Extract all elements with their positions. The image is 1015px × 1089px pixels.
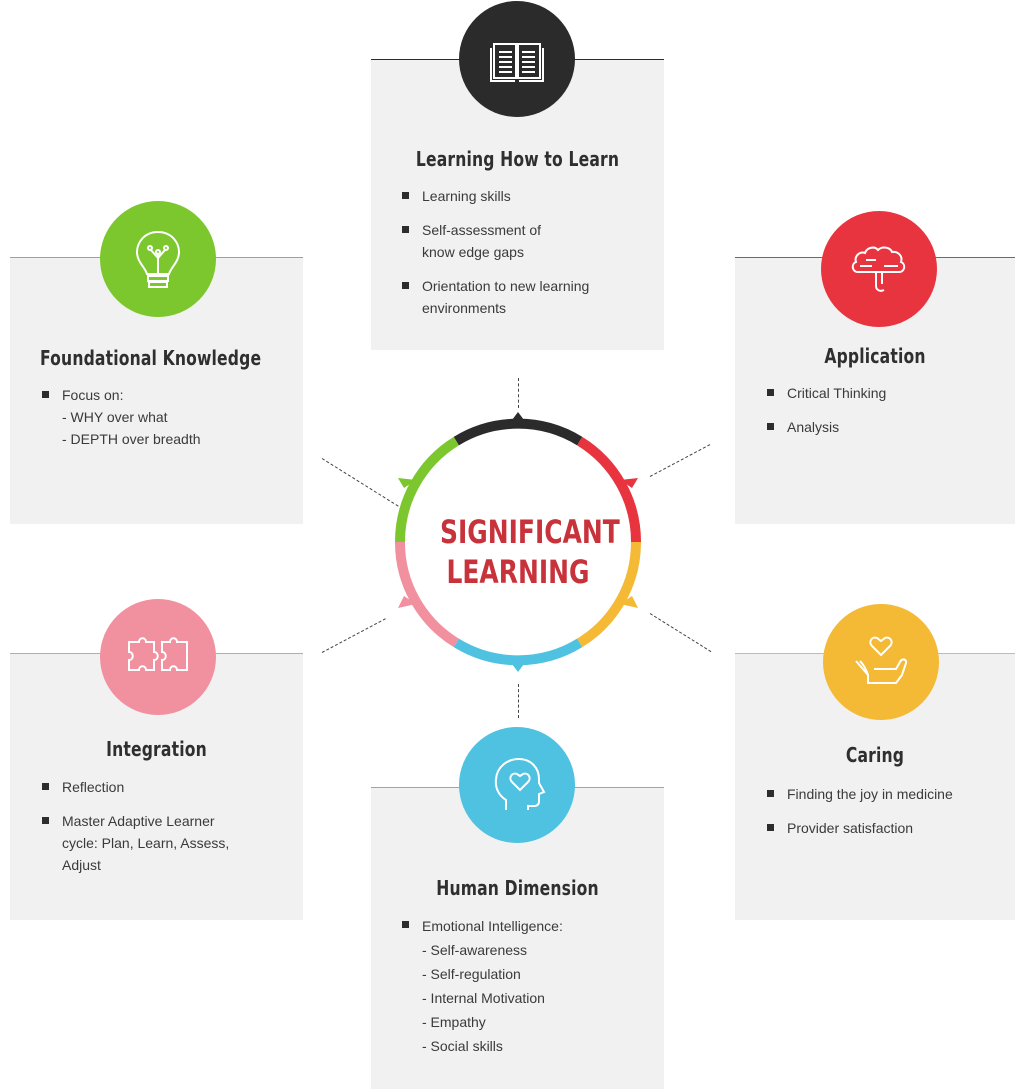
ring-pointer-bottom-left xyxy=(398,596,416,608)
list-item: Learning skills xyxy=(400,185,650,207)
application-list: Critical Thinking Analysis xyxy=(765,382,995,450)
ring-pointer-bottom xyxy=(512,664,524,672)
connector-bottom-left xyxy=(321,618,386,653)
ring-segment-yellow xyxy=(577,541,642,648)
list-item: Provider satisfaction xyxy=(765,817,1005,839)
learning-title: Learning How to Learn xyxy=(415,147,620,171)
book-icon xyxy=(490,43,544,82)
application-icon-circle xyxy=(821,211,937,327)
list-item: Finding the joy in medicine xyxy=(765,783,1005,805)
list-item: Focus on:- WHY over what- DEPTH over bre… xyxy=(40,384,290,450)
center-ring xyxy=(394,412,642,672)
ring-segment-pink xyxy=(394,541,459,648)
puzzle-icon xyxy=(128,637,188,671)
center-title: SIGNIFICANT LEARNING xyxy=(440,512,620,592)
foundational-title: Foundational Knowledge xyxy=(40,346,262,370)
list-item: Emotional Intelligence:- Self-awareness-… xyxy=(400,914,650,1058)
ring-segment-black xyxy=(453,418,583,446)
center-title-line1: SIGNIFICANT xyxy=(440,513,620,551)
caring-title: Caring xyxy=(845,743,905,767)
connector-bottom xyxy=(518,684,519,718)
center-title-line2: LEARNING xyxy=(446,553,590,591)
human-list: Emotional Intelligence:- Self-awareness-… xyxy=(400,914,650,1070)
learning-icon-circle xyxy=(459,1,575,117)
application-title: Application xyxy=(824,344,926,368)
ring-segment-red xyxy=(577,436,642,543)
connector-top-right xyxy=(649,444,711,477)
list-item: Reflection xyxy=(40,776,290,798)
caring-list: Finding the joy in medicine Provider sat… xyxy=(765,783,1005,851)
foundational-list: Focus on:- WHY over what- DEPTH over bre… xyxy=(40,384,290,462)
list-item: Critical Thinking xyxy=(765,382,995,404)
ring-pointer-top xyxy=(512,412,524,420)
connector-bottom-right xyxy=(649,613,712,653)
ring-pointer-bottom-right xyxy=(620,596,638,608)
foundational-icon-circle xyxy=(100,201,216,317)
ring-segment-blue xyxy=(453,638,583,666)
lightbulb-icon xyxy=(135,230,181,288)
connector-top xyxy=(518,378,519,408)
heart-hands-icon xyxy=(855,636,908,684)
integration-title: Integration xyxy=(106,737,207,761)
brain-icon xyxy=(851,246,906,292)
ring-segment-green xyxy=(394,436,459,543)
integration-icon-circle xyxy=(100,599,216,715)
ring-pointer-left xyxy=(398,478,416,488)
head-heart-icon xyxy=(494,757,546,810)
human-icon-circle xyxy=(459,727,575,843)
human-title: Human Dimension xyxy=(436,876,599,900)
caring-icon-circle xyxy=(823,604,939,720)
list-item: Analysis xyxy=(765,416,995,438)
ring-pointer-right xyxy=(620,478,638,488)
